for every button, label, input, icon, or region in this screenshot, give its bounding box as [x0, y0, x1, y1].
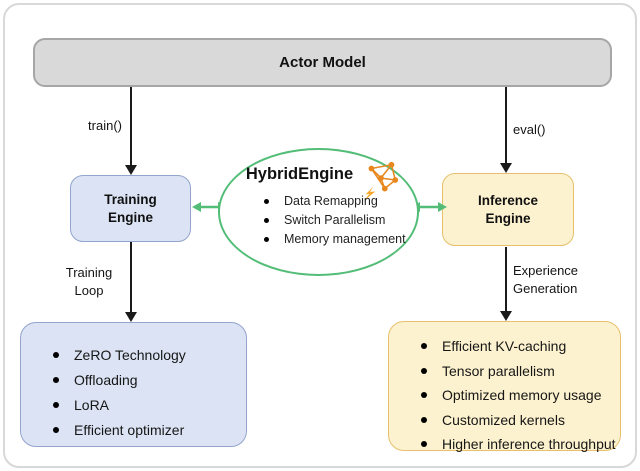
inference-engine-box: Inference Engine: [442, 173, 574, 246]
eval-arrow: [500, 87, 512, 173]
eval-label: eval(): [513, 122, 546, 137]
list-item: ZeRO Technology: [51, 343, 246, 368]
training-features-list: ZeRO Technology Offloading LoRA Efficien…: [21, 323, 246, 443]
experience-generation-arrow: [500, 247, 512, 321]
network-graph-icon: [363, 161, 399, 201]
train-arrow: [125, 87, 137, 175]
training-engine-label: Training Engine: [104, 191, 157, 225]
list-item: Higher inference throughput: [419, 432, 620, 457]
list-item: Customized kernels: [419, 408, 620, 433]
experience-generation-label: Experience Generation: [513, 263, 579, 296]
hybrid-engine-ellipse: HybridEngine Data Remapping Switch Paral…: [218, 148, 419, 276]
training-engine-box: Training Engine: [70, 175, 191, 242]
list-item: Efficient optimizer: [51, 418, 246, 443]
figure-border: [3, 3, 637, 468]
list-item: Tensor parallelism: [419, 359, 620, 384]
training-loop-label: Training Loop: [65, 265, 113, 298]
list-item: Data Remapping: [262, 192, 406, 211]
actor-model-box: Actor Model: [33, 38, 612, 87]
inference-engine-label: Inference Engine: [477, 192, 539, 226]
list-item: Offloading: [51, 368, 246, 393]
list-item: Memory management: [262, 230, 406, 249]
inference-features-box: Efficient KV-caching Tensor parallelism …: [388, 321, 621, 452]
actor-model-label: Actor Model: [279, 54, 366, 71]
training-features-box: ZeRO Technology Offloading LoRA Efficien…: [20, 322, 247, 447]
list-item: Optimized memory usage: [419, 383, 620, 408]
list-item: LoRA: [51, 393, 246, 418]
hybrid-engine-feature-list: Data Remapping Switch Parallelism Memory…: [262, 192, 406, 249]
train-label: train(): [88, 118, 122, 133]
inference-features-list: Efficient KV-caching Tensor parallelism …: [389, 322, 620, 457]
training-loop-arrow: [125, 242, 137, 322]
hybrid-engine-title: HybridEngine: [245, 165, 354, 183]
list-item: Efficient KV-caching: [419, 334, 620, 359]
list-item: Switch Parallelism: [262, 211, 406, 230]
